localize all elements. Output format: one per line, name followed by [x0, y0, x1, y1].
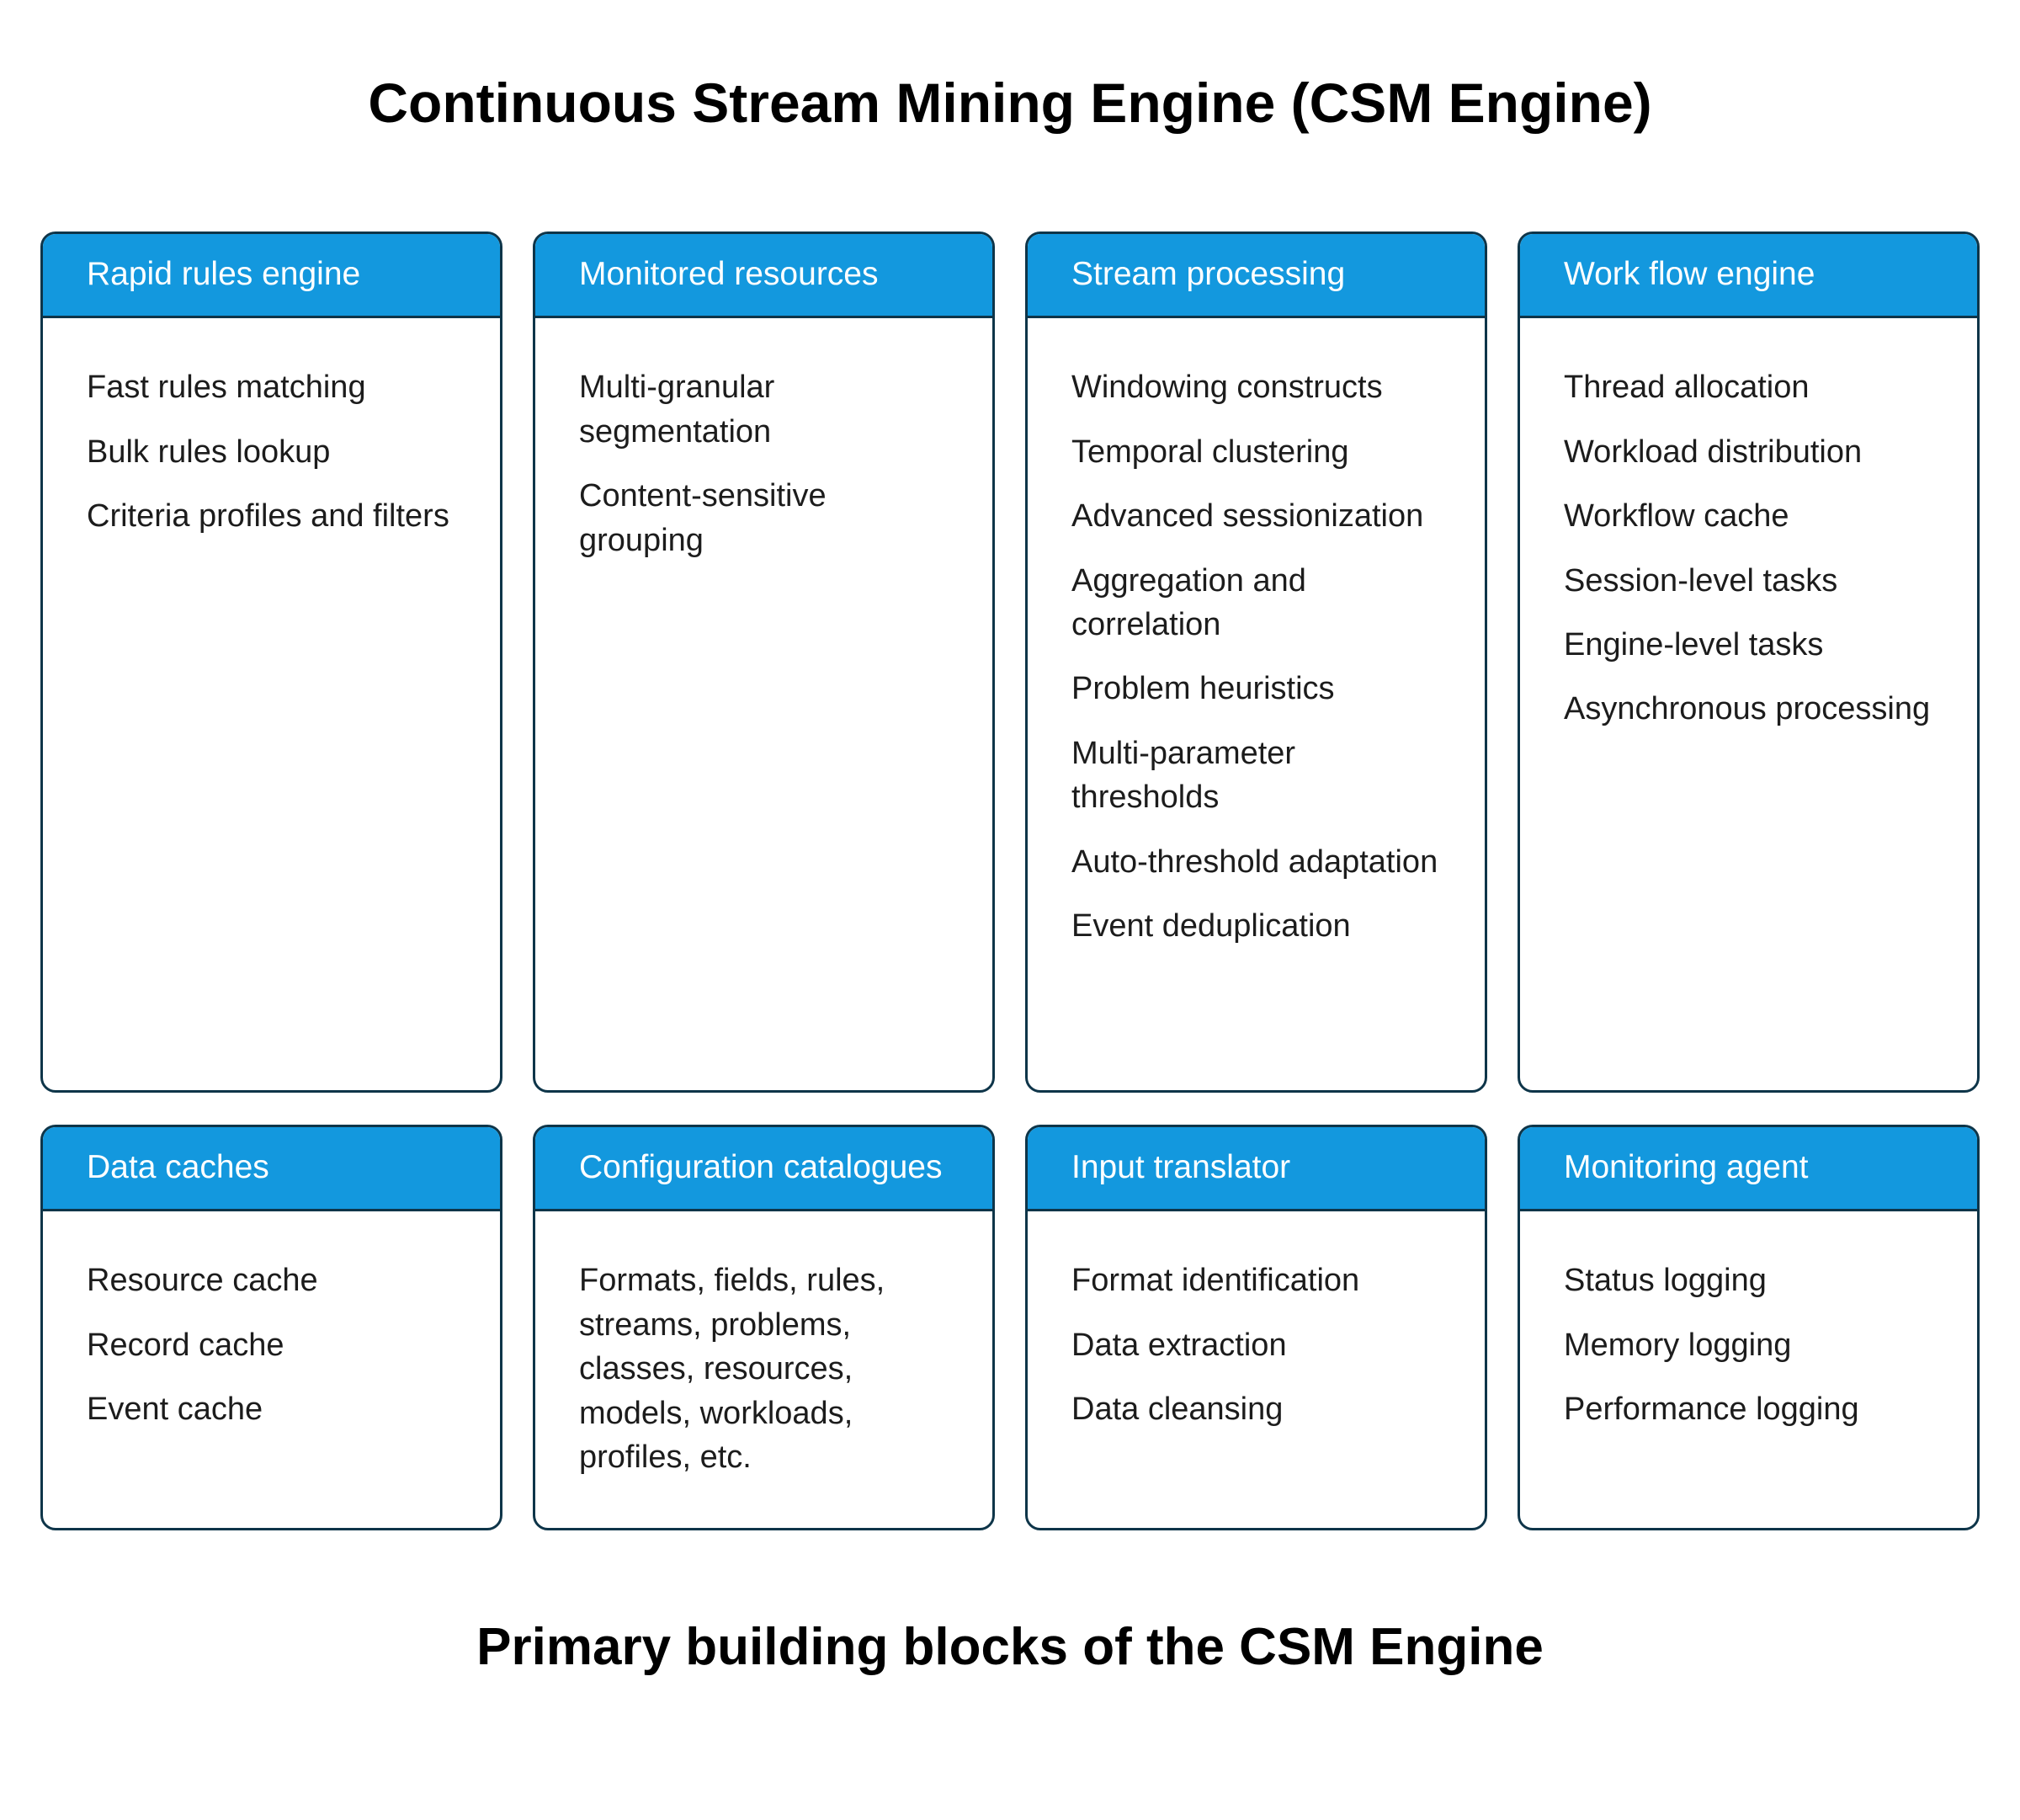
- card-item: Data cleansing: [1071, 1392, 1284, 1428]
- card-title: Input translator: [1071, 1149, 1291, 1186]
- card-item: Multi-parameter thresholds: [1071, 735, 1296, 816]
- card-header: Work flow engine: [1520, 234, 1977, 319]
- card-item: Criteria profiles and filters: [87, 498, 449, 535]
- card-title: Configuration catalogues: [579, 1149, 943, 1186]
- card-header: Configuration catalogues: [535, 1127, 992, 1212]
- card-item: Session-level tasks: [1564, 562, 1838, 599]
- page-caption: Primary building blocks of the CSM Engin…: [476, 1618, 1544, 1677]
- card-item: Memory logging: [1564, 1327, 1792, 1363]
- card-item: Fast rules matching: [87, 370, 366, 406]
- card-item: Content-sensitive grouping: [579, 478, 827, 558]
- card-title: Data caches: [87, 1149, 269, 1186]
- card-item: Engine-level tasks: [1564, 627, 1824, 663]
- card-item: Asynchronous processing: [1564, 691, 1931, 727]
- card-item: Temporal clustering: [1071, 434, 1349, 470]
- card-item: Workflow cache: [1564, 498, 1789, 535]
- card-monitored-resources: Monitored resources Multi-granular segme…: [533, 231, 995, 1094]
- card-item: Event cache: [87, 1392, 263, 1428]
- card-item: Data extraction: [1071, 1327, 1287, 1363]
- card-item: Workload distribution: [1564, 434, 1863, 470]
- card-header: Data caches: [43, 1127, 500, 1212]
- card-header: Monitored resources: [535, 234, 992, 319]
- card-title: Monitored resources: [579, 256, 879, 293]
- card-item: Thread allocation: [1564, 370, 1810, 406]
- card-header: Stream processing: [1028, 234, 1485, 319]
- card-item: Format identification: [1071, 1263, 1360, 1299]
- card-item: Advanced sessionization: [1071, 498, 1424, 535]
- page: { "page": { "title": "Continuous Stream …: [0, 72, 2020, 1820]
- page-title: Continuous Stream Mining Engine (CSM Eng…: [368, 72, 1652, 134]
- card-item: Multi-granular segmentation: [579, 370, 775, 450]
- card-title: Rapid rules engine: [87, 256, 361, 293]
- card-body: Formats, fields, rules, streams, problem…: [535, 1211, 992, 1499]
- card-title: Stream processing: [1071, 256, 1346, 293]
- card-header: Rapid rules engine: [43, 234, 500, 319]
- card-item: Performance logging: [1564, 1392, 1859, 1428]
- card-item: Resource cache: [87, 1263, 318, 1299]
- card-item: Windowing constructs: [1071, 370, 1383, 406]
- card-item: Status logging: [1564, 1263, 1767, 1299]
- card-header: Input translator: [1028, 1127, 1485, 1212]
- card-item: Aggregation and correlation: [1071, 562, 1306, 643]
- card-header: Monitoring agent: [1520, 1127, 1977, 1212]
- card-item: Problem heuristics: [1071, 671, 1335, 707]
- card-title: Work flow engine: [1564, 256, 1815, 293]
- card-item: Formats, fields, rules, streams, problem…: [579, 1263, 885, 1476]
- card-item: Auto-threshold adaptation: [1071, 843, 1438, 880]
- card-configuration-catalogues: Configuration catalogues Formats, fields…: [533, 1125, 995, 1531]
- card-item: Bulk rules lookup: [87, 434, 331, 470]
- card-title: Monitoring agent: [1564, 1149, 1809, 1186]
- card-item: Record cache: [87, 1327, 284, 1363]
- card-item: Event deduplication: [1071, 908, 1351, 945]
